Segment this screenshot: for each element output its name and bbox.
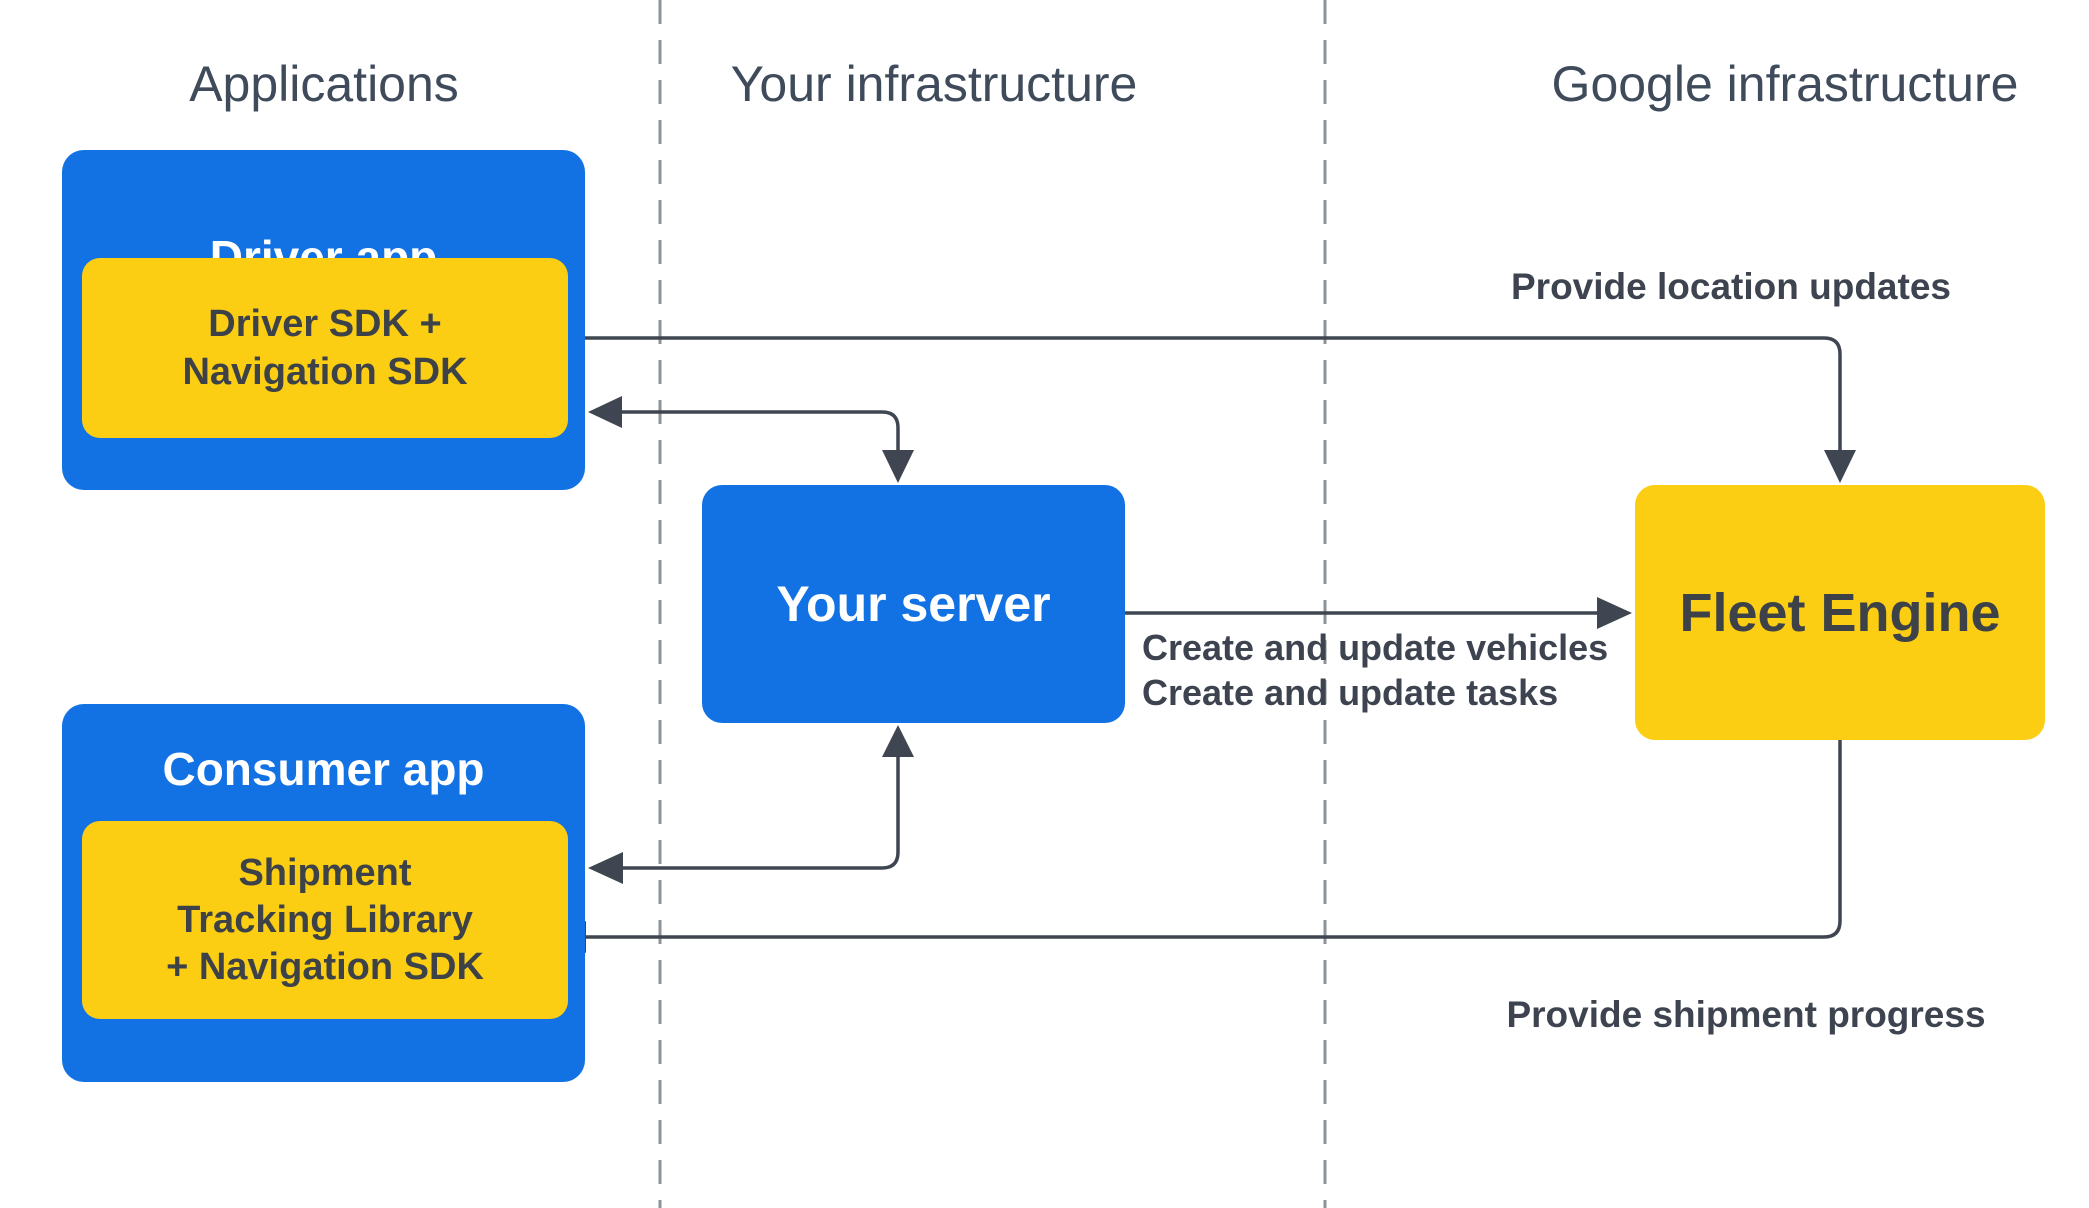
label-create-and-update: Create and update vehicles Create and up… — [1142, 625, 1608, 715]
your-server-box: Your server — [702, 485, 1125, 723]
label-provide-shipment-progress: Provide shipment progress — [1506, 994, 1986, 1035]
driver-sdk-box: Driver SDK + Navigation SDK — [82, 258, 568, 438]
column-header-your-infrastructure: Your infrastructure — [730, 56, 1138, 112]
arrow-driver-app-your-server-line — [621, 410, 900, 450]
fleet-engine-box: Fleet Engine — [1635, 485, 2045, 740]
arrowhead-into-driver-app — [588, 396, 622, 428]
driver-sdk-label-line1: Driver SDK + — [208, 303, 442, 345]
arrow-your-server-consumer-app-line — [622, 756, 900, 870]
shipment-library-label-line2: Tracking Library — [177, 898, 473, 941]
shipment-library-label-line3: + Navigation SDK — [166, 945, 484, 988]
driver-sdk-label-line2: Navigation SDK — [182, 351, 468, 393]
arrowhead-into-your-server-bottom — [882, 725, 914, 757]
column-header-applications: Applications — [189, 56, 459, 112]
label-create-update-vehicles: Create and update vehicles — [1142, 627, 1609, 668]
shipment-library-label-line1: Shipment — [238, 851, 412, 894]
consumer-app-box: Consumer app Shipment Tracking Library +… — [62, 704, 585, 1082]
shipment-tracking-library-box: Shipment Tracking Library + Navigation S… — [82, 821, 568, 1019]
arrow-fleet-engine-consumer-app-line — [586, 740, 1842, 939]
label-provide-location-updates: Provide location updates — [1511, 266, 1951, 307]
driver-app-box: Driver app Driver SDK + Navigation SDK — [62, 150, 585, 490]
consumer-app-title: Consumer app — [162, 743, 485, 795]
arrowhead-into-fleet-engine-top — [1824, 450, 1856, 483]
arrowhead-into-consumer-app — [588, 852, 623, 884]
arrowhead-into-fleet-engine-left — [1597, 597, 1632, 629]
your-server-title: Your server — [776, 576, 1051, 632]
arrow-driver-sdk-fleet-engine-line — [582, 336, 1842, 450]
column-header-google-infrastructure: Google infrastructure — [1551, 56, 2019, 112]
arrowhead-into-your-server-top — [882, 450, 914, 483]
fleet-engine-title: Fleet Engine — [1679, 582, 2001, 643]
label-create-update-tasks: Create and update tasks — [1142, 672, 1559, 713]
